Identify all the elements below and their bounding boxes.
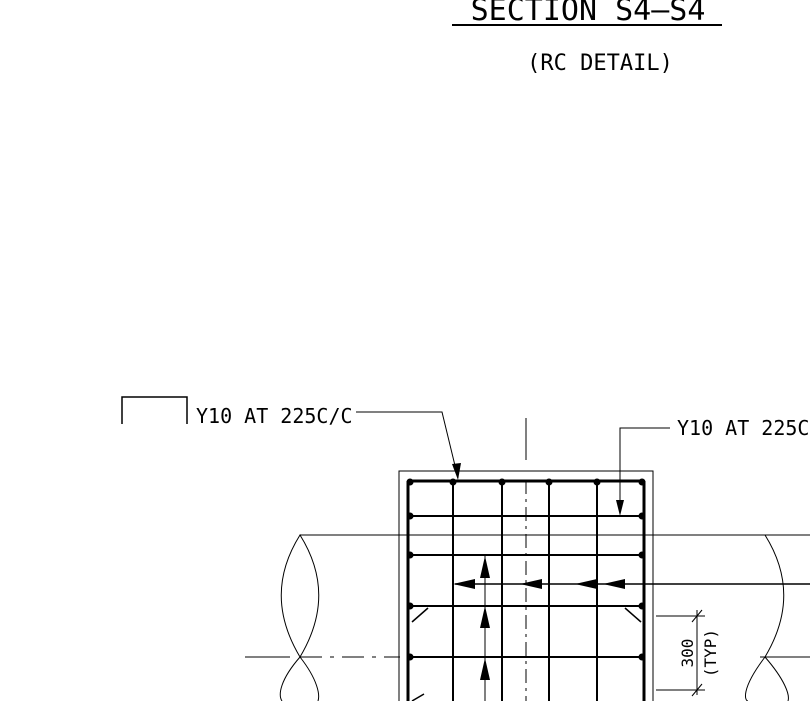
break-symbol-right <box>744 534 785 701</box>
column-outline <box>398 470 654 701</box>
dimension-note: (TYP) <box>701 629 720 677</box>
section-subtitle: (RC DETAIL) <box>527 51 673 76</box>
leader-line-left <box>356 411 459 479</box>
leader-line-right <box>619 427 670 512</box>
break-symbol-left-lower <box>279 656 301 701</box>
beam-bar-arrows <box>453 579 625 589</box>
bar-label-top-right: Y10 AT 225C/C <box>677 416 810 440</box>
bar-label-top-left: Y10 AT 225C/C <box>196 404 353 428</box>
horizontal-rebars <box>408 515 644 658</box>
break-symbol-right-lower <box>764 656 789 701</box>
vertical-rebars <box>452 481 598 701</box>
section-title: SECTION S4–S4 <box>471 0 706 28</box>
break-symbol-left-lower-2 <box>299 656 320 701</box>
dimension-value: 300 <box>678 639 697 668</box>
break-symbol-left-upper <box>280 534 320 658</box>
rebar-dots <box>406 478 646 661</box>
link-hooks <box>411 607 642 701</box>
bar-shape-symbol <box>121 396 188 424</box>
leader-arrow-right <box>616 500 624 516</box>
spacing-dimension <box>656 609 705 697</box>
